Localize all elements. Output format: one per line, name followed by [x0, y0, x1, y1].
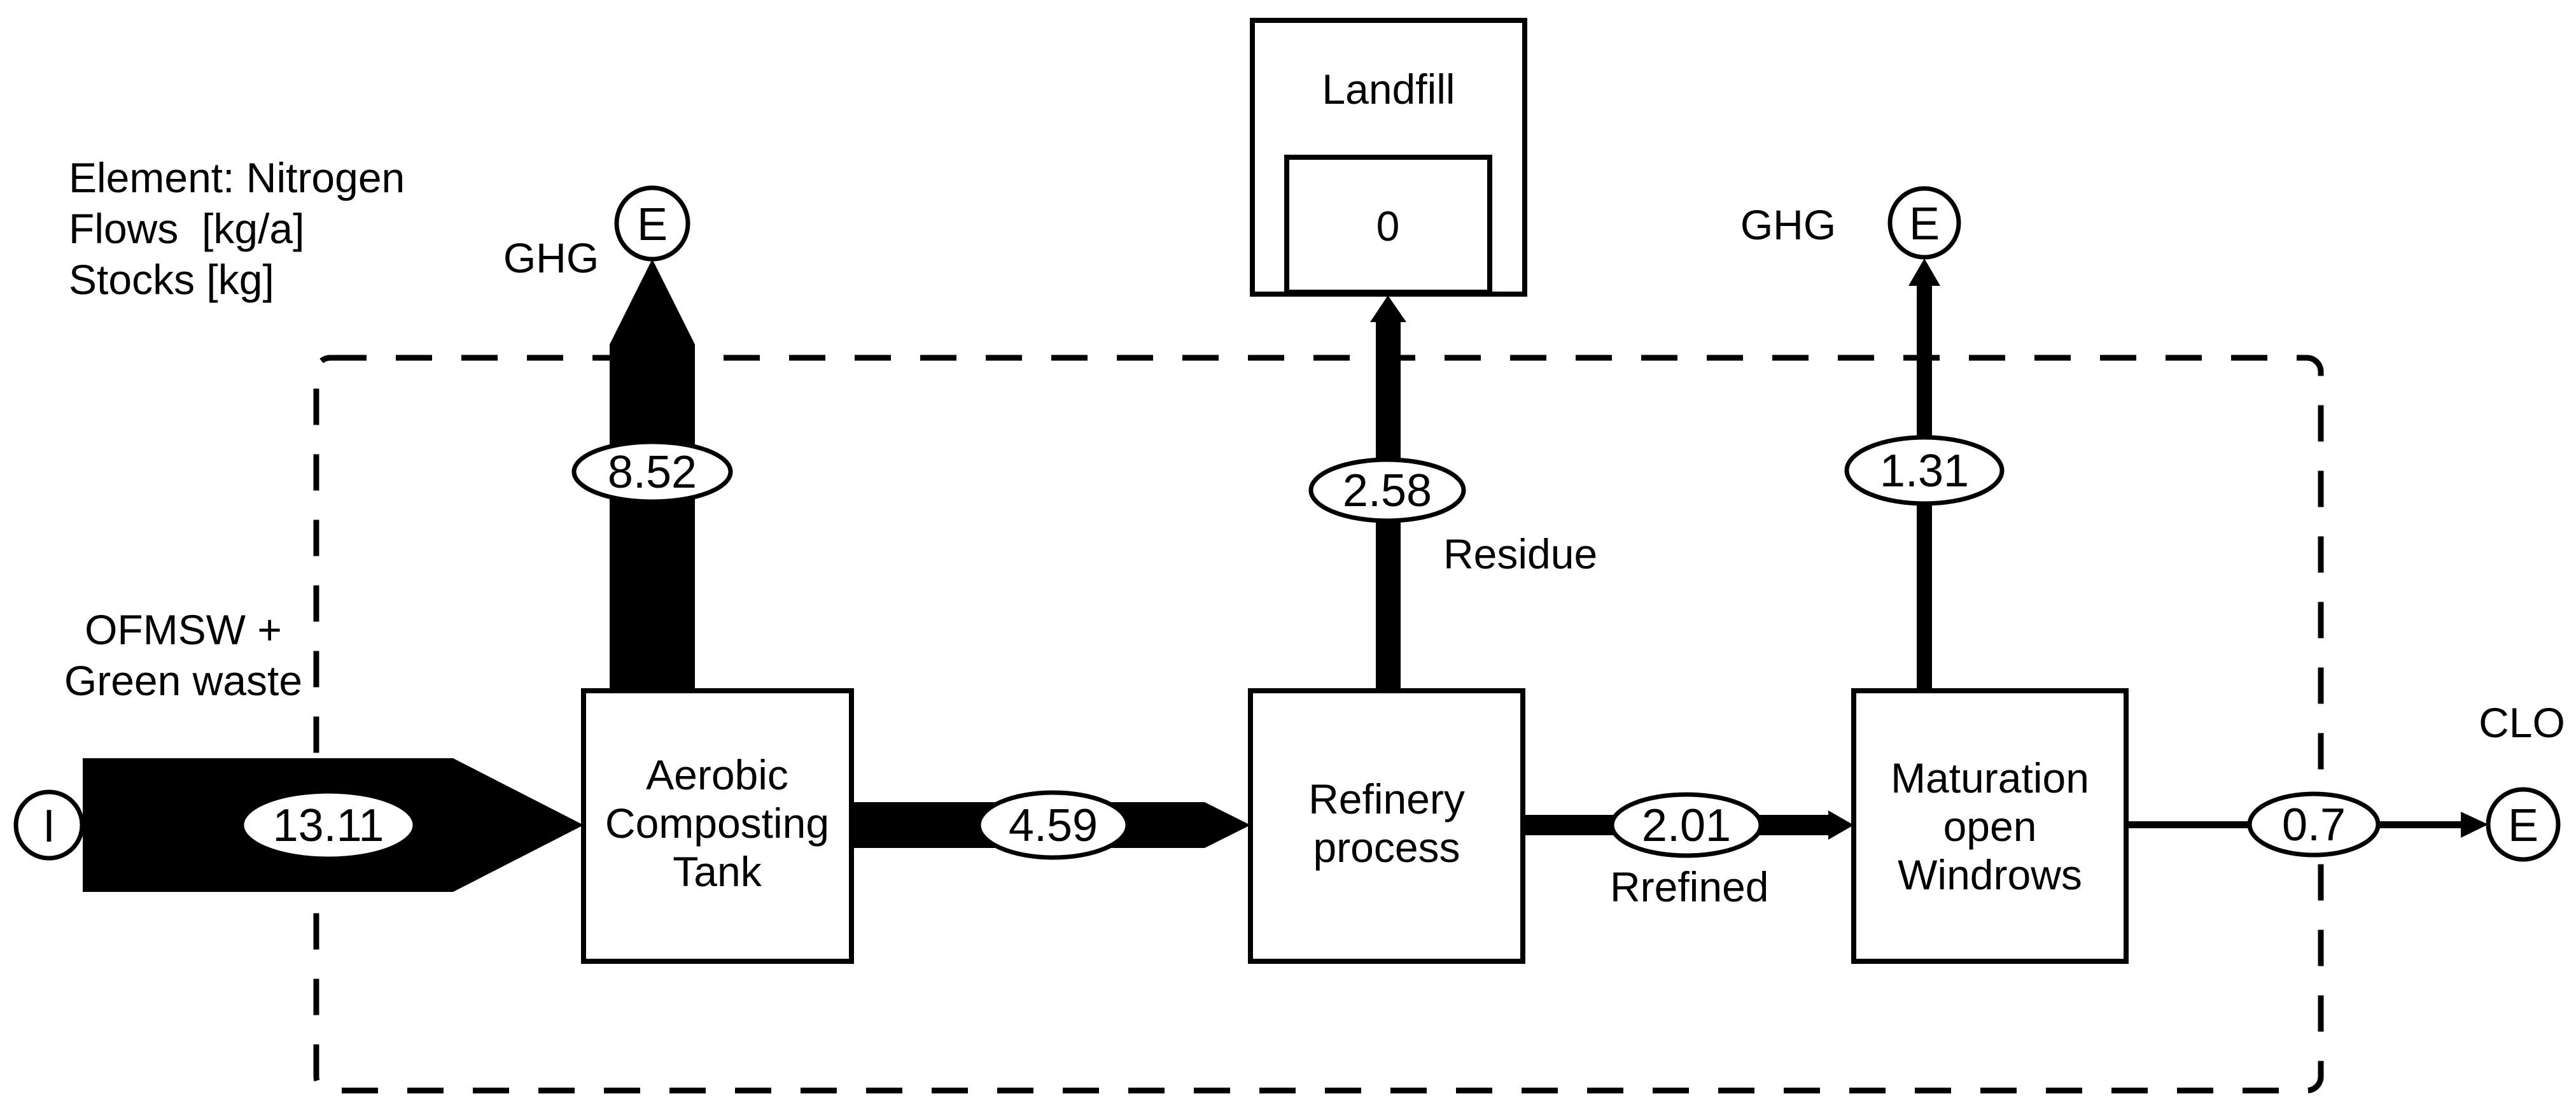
maturation-label-line3: Windrows	[1898, 851, 2082, 898]
value-ellipse-refinery-maturation	[1609, 792, 1763, 858]
legend-element-line: Element: Nitrogen	[69, 154, 405, 201]
process-box-composting	[581, 688, 854, 964]
value-refinery-maturation: 2.01	[1642, 800, 1731, 851]
export-node-clo-symbol: E	[2508, 800, 2538, 851]
flow-refinery-landfill-head	[1370, 295, 1406, 322]
landfill-stock-value: 0	[1376, 202, 1400, 250]
import-node-circle	[13, 789, 85, 861]
ghg-right-label: GHG	[1740, 201, 1836, 248]
flow-maturation-export-head	[2461, 812, 2488, 838]
refinery-label-line1: Refinery	[1308, 775, 1465, 823]
system-boundary	[313, 355, 2324, 1094]
export-node-ghg-right-symbol: E	[1909, 199, 1940, 250]
flow-maturation-ghg-head	[1908, 258, 1940, 286]
maturation-label-line2: open	[1943, 803, 2037, 850]
value-ellipse-maturation-export	[2247, 791, 2381, 858]
input-flow-label-line2: Green waste	[64, 657, 302, 704]
rrefined-flow-label: Rrefined	[1610, 863, 1768, 910]
composting-label-line3: Tank	[673, 848, 762, 895]
value-input: 13.11	[273, 800, 384, 851]
legend-stocks-unit-line: Stocks [kg]	[69, 256, 274, 303]
export-node-ghg-left-symbol: E	[637, 199, 668, 250]
import-node-symbol: I	[43, 801, 55, 852]
refinery-label-line2: process	[1313, 824, 1460, 871]
clo-flow-label: CLO	[2479, 699, 2565, 746]
composting-label-line1: Aerobic	[646, 751, 788, 798]
value-ellipse-composting-ghg	[571, 439, 733, 504]
value-composting-ghg: 8.52	[608, 447, 697, 498]
value-refinery-landfill: 2.58	[1343, 465, 1432, 516]
value-ellipse-maturation-ghg	[1844, 435, 2005, 506]
value-maturation-export: 0.7	[2282, 800, 2346, 851]
residue-flow-label: Residue	[1443, 530, 1597, 577]
value-composting-refinery: 4.59	[1009, 800, 1098, 851]
landfill-stock-box	[1284, 155, 1492, 295]
process-box-maturation	[1851, 688, 2129, 964]
landfill-label: Landfill	[1322, 66, 1455, 113]
export-node-ghg-right-circle	[1887, 186, 1961, 260]
value-ellipse-composting-refinery	[976, 790, 1130, 860]
export-node-ghg-left-circle	[614, 185, 690, 262]
legend-flows-unit-line: Flows [kg/a]	[69, 205, 304, 252]
process-box-refinery	[1248, 688, 1525, 964]
value-ellipse-refinery-landfill	[1308, 457, 1466, 523]
value-ellipse-input	[239, 789, 417, 861]
input-flow-label-line1: OFMSW +	[85, 606, 282, 653]
composting-label-line2: Composting	[605, 800, 829, 847]
value-maturation-ghg: 1.31	[1880, 446, 1969, 497]
export-node-clo-circle	[2486, 787, 2561, 862]
maturation-label-line1: Maturation	[1891, 754, 2089, 802]
flow-refinery-maturation-head	[1828, 810, 1854, 840]
ghg-left-label: GHG	[503, 234, 599, 281]
